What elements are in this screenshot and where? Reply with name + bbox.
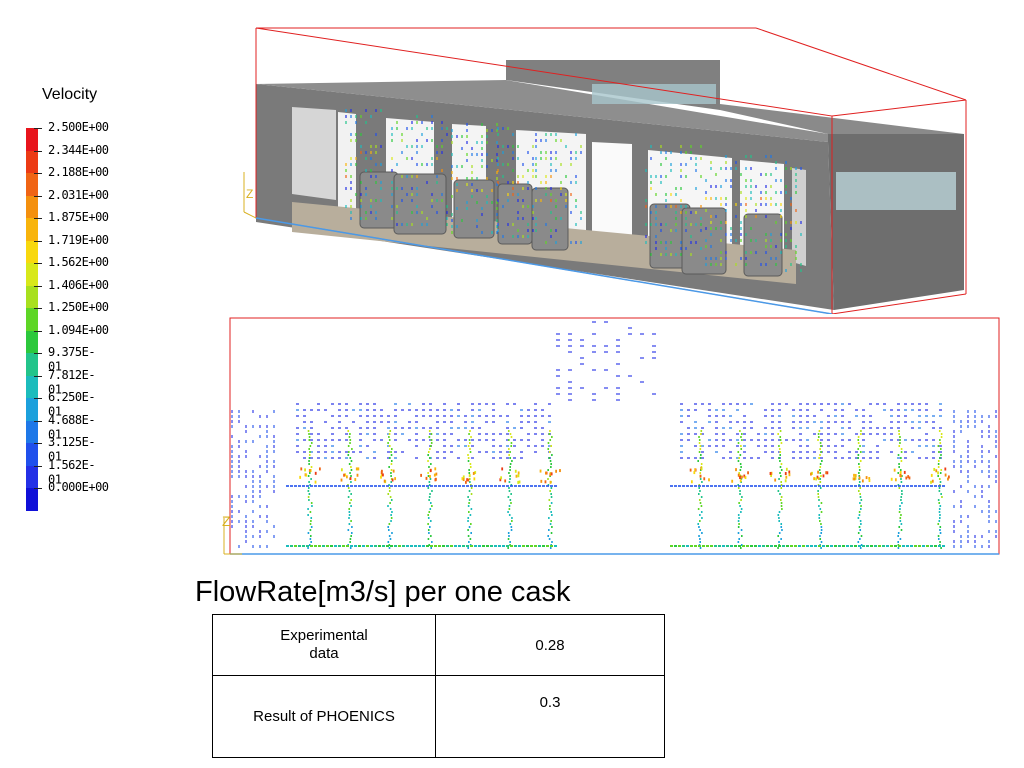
simulation-section-view: Z [222, 317, 1000, 555]
legend-label: 2.500E+00 [48, 119, 109, 135]
simulation-3d-view: Z [243, 27, 967, 314]
domain-outline [255, 27, 967, 314]
legend-tick [34, 150, 42, 152]
legend-swatch [26, 150, 38, 174]
legend-label: 2.344E+00 [48, 142, 109, 157]
legend-tick [34, 330, 42, 332]
table-row: Experimental data 0.28 [212, 614, 665, 676]
legend-label: 1.562E-01 [48, 456, 96, 487]
table-row: Result of PHOENICS 0.3 [212, 675, 665, 758]
legend-tick [34, 465, 42, 467]
legend-swatch [26, 488, 38, 511]
legend-swatch [26, 195, 38, 219]
legend-label: 1.250E+00 [48, 299, 109, 315]
legend-tick [34, 488, 42, 489]
legend-tick [34, 240, 42, 242]
legend-tick [34, 443, 42, 444]
legend-swatch [26, 465, 38, 489]
legend-tick [34, 375, 42, 377]
axis-indicator [243, 172, 257, 219]
legend-label: 4.688E-01 [48, 411, 96, 442]
velocity-vectors-section [231, 321, 997, 549]
legend-label: 1.406E+00 [48, 277, 109, 292]
legend-label: 1.719E+00 [48, 232, 109, 247]
row-label: Result of PHOENICS [212, 675, 436, 758]
row-value: 0.3 [435, 675, 665, 758]
legend-tick [34, 263, 42, 264]
legend-swatch [26, 398, 38, 421]
legend-tick [34, 398, 42, 399]
section-domain-outline [229, 317, 1000, 555]
legend-label: 6.250E-01 [48, 389, 96, 419]
row-value: 0.28 [435, 614, 665, 676]
legend-swatch [26, 218, 38, 241]
legend-label: 7.812E-01 [48, 366, 96, 397]
legend-title: Velocity [42, 86, 98, 103]
legend-tick [34, 218, 42, 219]
row-label: Experimental data [212, 614, 436, 676]
legend-tick [34, 128, 42, 129]
legend-swatch [26, 375, 38, 399]
legend-swatch [26, 420, 38, 444]
legend-tick [34, 353, 42, 354]
legend-label: 1.875E+00 [48, 209, 109, 225]
section-axis-z-label: Z [222, 513, 231, 529]
legend-label: 0.000E+00 [48, 479, 109, 495]
flowrate-caption: FlowRate[m3/s] per one cask [195, 576, 571, 608]
ground-line [255, 217, 833, 314]
legend-swatch [26, 173, 38, 196]
storage-casks [359, 171, 783, 277]
legend-tick [34, 195, 42, 197]
axis-z-label: Z [246, 187, 253, 201]
legend-swatch [26, 240, 38, 264]
legend-swatch [26, 263, 38, 286]
legend-swatch [26, 443, 38, 466]
row-label-text: Experimental data [280, 627, 368, 662]
legend-label: 3.125E-01 [48, 434, 96, 464]
legend-label: 1.562E+00 [48, 254, 109, 270]
legend-tick [34, 420, 42, 422]
velocity-vectors-3d [345, 109, 802, 272]
legend-swatch [26, 128, 38, 151]
legend-swatch [26, 308, 38, 331]
flowrate-table: Experimental data 0.28 Result of PHOENIC… [212, 614, 665, 758]
velocity-legend: Velocity 2.500E+00 2.344E+00 2.188E+00 2.03… [26, 86, 146, 511]
legend-label: 9.375E-01 [48, 344, 96, 374]
legend-tick [34, 173, 42, 174]
legend-label: 1.094E+00 [48, 322, 109, 337]
legend-swatch [26, 353, 38, 376]
legend-label: 2.188E+00 [48, 164, 109, 180]
legend-tick [34, 285, 42, 287]
legend-swatch [26, 330, 38, 354]
legend-tick [34, 308, 42, 309]
legend-swatch [26, 285, 38, 309]
legend-label: 2.031E+00 [48, 187, 109, 202]
section-axis-indicator [223, 518, 242, 555]
